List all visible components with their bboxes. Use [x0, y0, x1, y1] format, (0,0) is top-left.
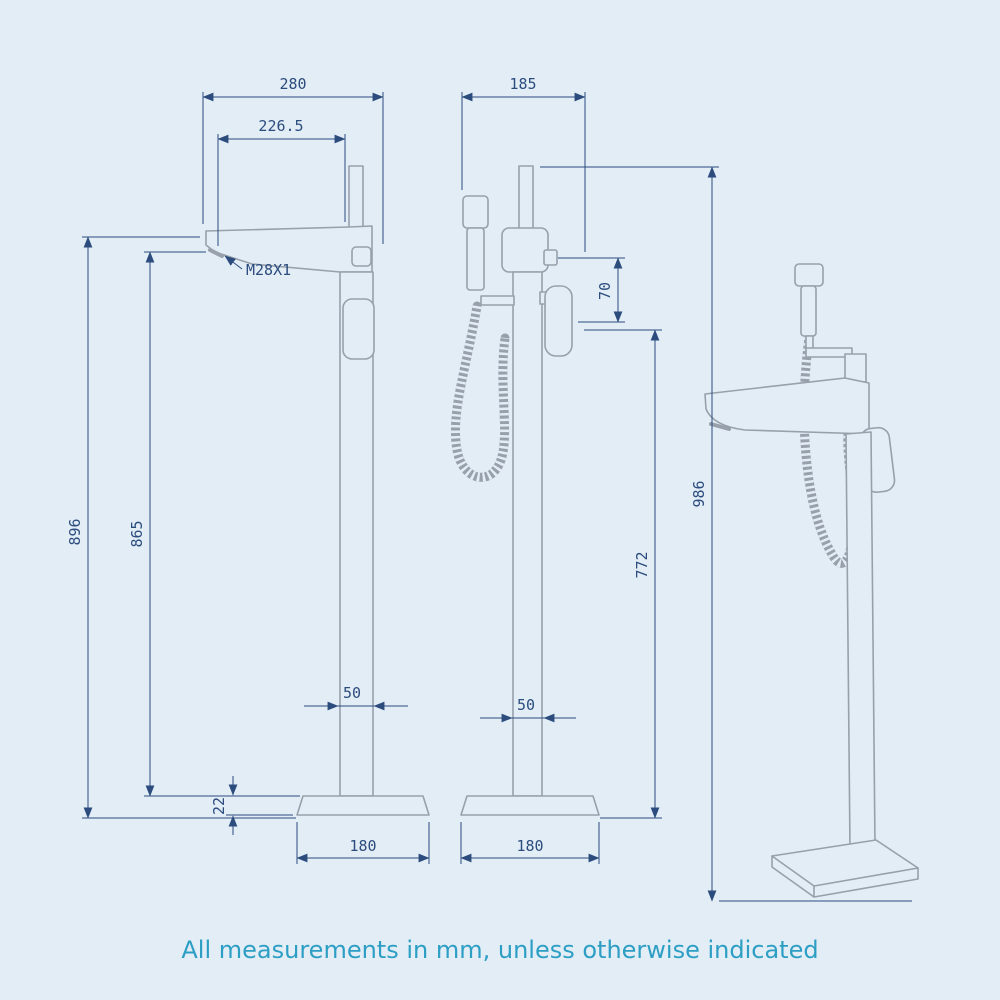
perspective-handset-body: [800, 285, 817, 337]
dim-label-total-height-perspective: 986: [690, 480, 708, 507]
front-lever-handle: [544, 285, 573, 357]
front-column: [512, 271, 543, 797]
front-top-stem: [518, 165, 534, 231]
dim-spout-reach: 226.5: [217, 117, 346, 246]
dim-spout-height: 865: [128, 251, 300, 797]
dim-label-base-diameter-side: 180: [349, 837, 376, 855]
front-diverter-knob: [543, 249, 558, 266]
side-lever-handle: [342, 298, 375, 360]
dim-total-height-side: 896: [66, 236, 296, 819]
front-view-drawing: [450, 165, 600, 816]
dim-overall-width: 280: [202, 75, 384, 244]
dim-thread-callout: M28X1: [224, 255, 291, 279]
perspective-column-lower: [845, 431, 876, 851]
dim-label-front-width: 185: [509, 75, 536, 93]
perspective-base-sides: [771, 855, 919, 898]
measurements-caption: All measurements in mm, unless otherwise…: [181, 936, 818, 964]
dim-total-height-perspective: 986: [540, 166, 912, 902]
front-shower-hose: [450, 301, 510, 482]
side-base-plate: [296, 795, 430, 816]
side-view-drawing: [205, 165, 430, 816]
perspective-column-upper: [844, 353, 867, 383]
dim-label-total-height-side: 896: [66, 518, 84, 545]
perspective-bracket-arm: [805, 347, 853, 358]
dim-label-column-width-front: 50: [517, 696, 535, 714]
dim-front-width: 185: [461, 75, 586, 252]
perspective-spout: [704, 377, 870, 435]
dimension-annotations: 280 226.5 185 M28X1 896: [66, 75, 912, 902]
side-top-stem: [348, 165, 364, 231]
front-base-plate: [460, 795, 600, 816]
side-diverter-knob: [351, 246, 372, 267]
dim-label-thread: M28X1: [246, 261, 291, 279]
dim-label-base-diameter-front: 180: [516, 837, 543, 855]
perspective-handset-head: [794, 263, 824, 287]
dim-base-diameter-front: 180: [460, 822, 600, 864]
perspective-base-top: [771, 839, 919, 887]
front-handset-bracket: [480, 295, 515, 306]
dim-label-spout-reach: 226.5: [258, 117, 303, 135]
dim-column-width-front: 50: [480, 696, 576, 723]
dim-label-base-thickness: 22: [210, 797, 228, 815]
side-aerator: [208, 248, 224, 258]
dim-base-thickness: 22: [210, 776, 298, 835]
front-handset-body: [466, 227, 485, 291]
dim-label-column-width-side: 50: [343, 684, 361, 702]
dim-base-diameter-side: 180: [296, 822, 430, 864]
front-handset-head: [462, 195, 489, 229]
dim-label-column-height-front: 772: [633, 551, 651, 578]
dim-column-width-side: 50: [304, 684, 408, 711]
dim-diverter-to-handle: 70: [558, 257, 625, 323]
dim-label-overall-width: 280: [279, 75, 306, 93]
dim-label-spout-height: 865: [128, 520, 146, 547]
dim-column-height-front: 772: [584, 329, 662, 819]
dim-label-diverter-to-handle: 70: [596, 282, 614, 300]
perspective-view-drawing: [704, 263, 919, 898]
front-spout-body: [501, 227, 549, 273]
front-shower-hose-ribs: [450, 305, 510, 482]
